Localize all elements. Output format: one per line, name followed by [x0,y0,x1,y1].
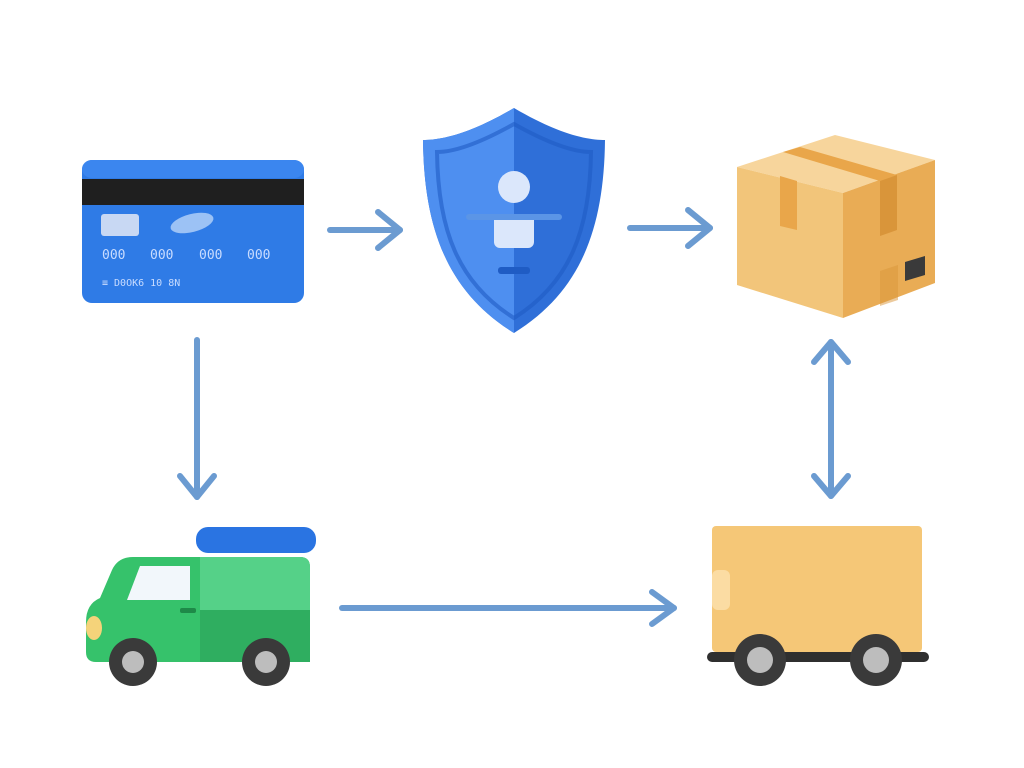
delivery-van-icon [86,527,316,686]
card-number-group: 000 [247,248,270,263]
credit-card-icon: 000 000 000 000 ≡ D0OK6 10 8N [82,160,304,303]
card-number-group: 000 [199,248,222,263]
edge-card-to-shield [327,209,403,251]
edge-card-to-van [177,337,217,500]
package-box-icon [737,135,935,318]
card-number-group: 000 [150,248,173,263]
edge-van-to-trailer [339,589,677,627]
edge-shield-to-package [627,207,713,249]
card-holder-text: ≡ D0OK6 10 8N [102,278,180,289]
edge-trailer-to-package [811,339,851,499]
shield-user-icon [423,108,605,333]
card-number-group: 000 [102,248,125,263]
cargo-trailer-icon [707,526,929,686]
